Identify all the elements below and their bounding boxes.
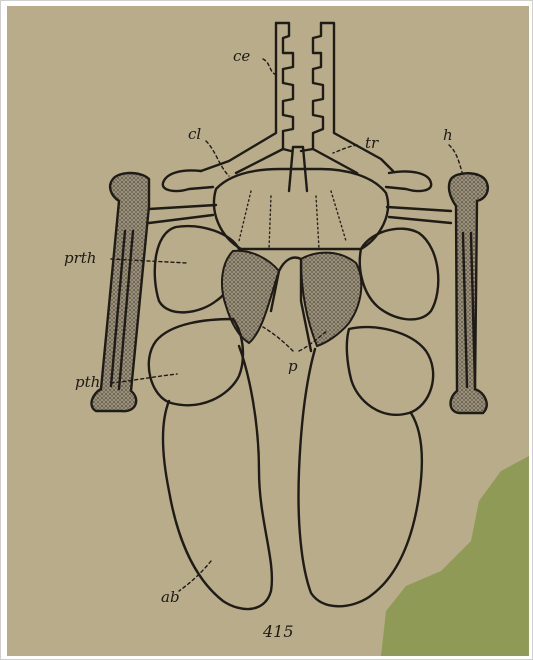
anatomical-illustration: ce cl tr h prth pth p ab 415 [7,6,529,656]
figure-number: 415 [262,622,294,641]
label-cl: cl [188,125,201,143]
label-ab: ab [161,588,180,606]
label-pth: pth [75,373,100,391]
label-tr: tr [365,134,379,152]
label-h: h [443,126,453,144]
label-prth: prth [64,249,96,267]
label-ce: ce [233,47,250,65]
label-p: p [288,357,298,375]
